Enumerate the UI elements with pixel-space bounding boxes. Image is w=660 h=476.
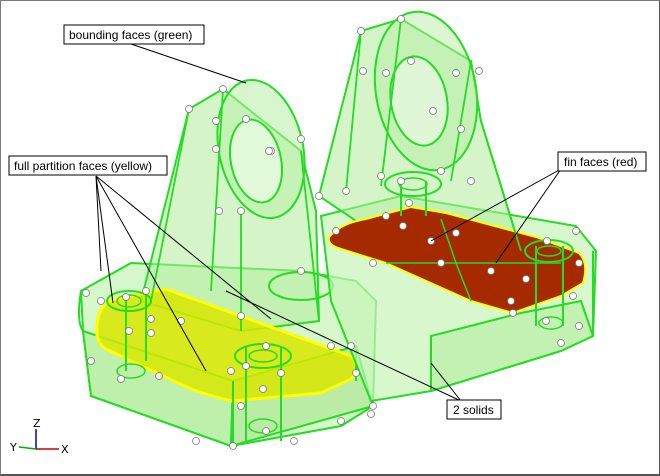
fin-face (327, 205, 587, 315)
callout-fin-faces: fin faces (red) (557, 151, 647, 172)
node-point (407, 57, 415, 65)
node-point (117, 375, 125, 383)
right-solid (317, 10, 598, 403)
node-point (87, 357, 95, 365)
node-point (259, 385, 267, 393)
node-point (262, 427, 270, 435)
node-point (122, 293, 130, 301)
node-point (452, 229, 460, 237)
node-point (327, 342, 335, 350)
node-point (487, 267, 495, 275)
node-point (212, 145, 220, 153)
axis-z-label: Z (33, 417, 41, 430)
node-point (429, 107, 437, 115)
node-point (507, 297, 515, 305)
node-point (147, 329, 155, 337)
callout-2-solids-label: 2 solids (453, 403, 494, 417)
node-point (542, 317, 550, 325)
node-point (437, 259, 445, 267)
node-point (337, 417, 345, 425)
node-point (367, 410, 375, 418)
node-point (177, 317, 185, 325)
node-point (155, 372, 163, 380)
node-point (192, 437, 200, 445)
node-point (342, 187, 350, 195)
node-point (397, 15, 405, 23)
node-point (265, 147, 273, 155)
node-point (125, 327, 133, 335)
node-point (509, 309, 517, 317)
node-point (369, 402, 377, 410)
node-point (297, 267, 305, 275)
node-point (215, 207, 223, 215)
axis-triad: Z Y X (9, 417, 69, 456)
node-point (369, 259, 377, 267)
node-point (332, 227, 340, 235)
node-point (229, 442, 237, 450)
callout-fin-faces-label: fin faces (red) (564, 155, 637, 169)
callout-full-partition-faces-label: full partition faces (yellow) (14, 159, 152, 173)
callout-bounding-faces-label: bounding faces (green) (69, 28, 192, 42)
node-point (522, 275, 530, 283)
node-point (405, 199, 413, 207)
node-point (575, 259, 583, 267)
node-point (227, 367, 235, 375)
node-point (290, 437, 298, 445)
node-point (242, 362, 250, 370)
node-point (467, 177, 475, 185)
node-point (382, 212, 390, 220)
callout-bounding-faces: bounding faces (green) (63, 24, 205, 45)
node-point (237, 312, 245, 320)
axis-x-label: X (61, 443, 69, 456)
node-point (572, 227, 580, 235)
node-point (359, 67, 367, 75)
node-point (219, 85, 227, 93)
node-point (457, 125, 465, 133)
node-points (82, 15, 583, 450)
node-point (97, 297, 105, 305)
node-point (352, 369, 360, 377)
node-point (277, 369, 285, 377)
node-point (575, 322, 583, 330)
node-point (237, 402, 245, 410)
node-point (569, 292, 577, 300)
node-point (185, 105, 193, 113)
callout-leaders (95, 43, 562, 402)
node-point (142, 287, 150, 295)
node-point (397, 177, 405, 185)
node-point (452, 69, 460, 77)
node-point (475, 67, 483, 75)
node-point (315, 192, 323, 200)
node-point (437, 167, 445, 175)
node-point (297, 135, 305, 143)
node-point (242, 115, 250, 123)
node-point (557, 339, 565, 347)
node-point (237, 207, 245, 215)
node-point (377, 172, 385, 180)
callout-full-partition-faces: full partition faces (yellow) (8, 155, 168, 176)
node-point (382, 69, 390, 77)
node-point (399, 222, 407, 230)
node-point (147, 315, 155, 323)
node-point (262, 342, 270, 350)
node-point (212, 117, 220, 125)
callout-2-solids: 2 solids (446, 399, 502, 420)
node-point (357, 27, 365, 35)
node-point (82, 289, 90, 297)
axis-y-label: Y (9, 441, 17, 454)
node-point (543, 237, 551, 245)
